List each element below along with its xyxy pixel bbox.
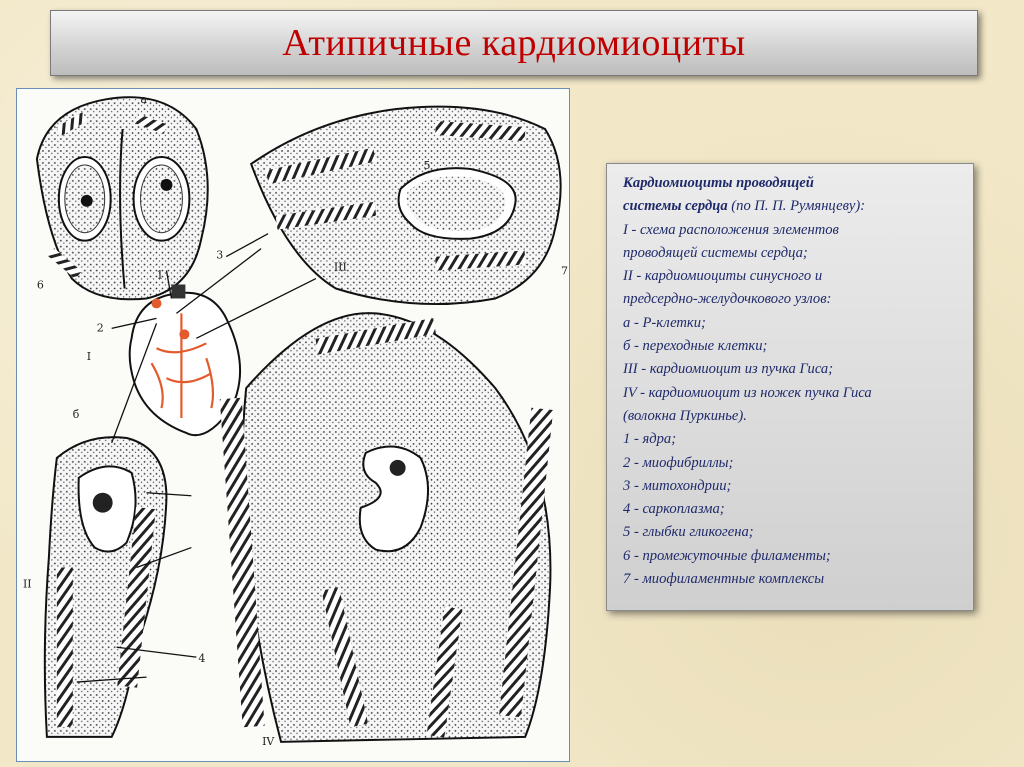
legend-panel: Кардиомиоциты проводящей системы сердца … bbox=[606, 163, 974, 611]
panel-label-II: II bbox=[23, 577, 32, 590]
legend-item: IV - кардиомиоцит из ножек пучка Гиса bbox=[623, 384, 872, 401]
legend-heading-line-1: Кардиомиоциты проводящей bbox=[623, 172, 959, 195]
callout-7: 7 bbox=[561, 265, 568, 278]
callout-4: 4 bbox=[198, 652, 205, 665]
legend-heading-rest: (по П. П. Румянцеву): bbox=[727, 198, 866, 215]
heart-schematic bbox=[128, 284, 241, 437]
legend-heading-line-2: системы сердца (по П. П. Румянцеву): bbox=[623, 195, 959, 218]
panel-label-III: III bbox=[334, 261, 347, 274]
histology-figure: а III I б II bbox=[16, 88, 570, 762]
legend-item: 2 - миофибриллы; bbox=[623, 454, 734, 471]
legend-item: 1 - ядра; bbox=[623, 431, 677, 448]
legend-item: I - схема расположения элементов bbox=[623, 221, 839, 238]
legend-item: (волокна Пуркинье). bbox=[623, 407, 747, 424]
panel-label-IV: IV bbox=[262, 735, 275, 748]
legend-heading-bold-2: системы сердца bbox=[623, 198, 728, 215]
callout-6: 6 bbox=[37, 278, 44, 291]
panel-label-I: I bbox=[87, 350, 91, 363]
legend-item: 6 - промежуточные филаменты; bbox=[623, 547, 831, 564]
p-cells-drawing bbox=[35, 96, 209, 301]
legend-item: 3 - митохондрии; bbox=[623, 477, 732, 494]
cardiomyocyte-illustration: а III I б II bbox=[23, 93, 568, 748]
his-bundle-cell-drawing bbox=[249, 105, 562, 306]
callout-5: 5 bbox=[424, 159, 431, 172]
leader-lines bbox=[76, 233, 317, 683]
page-title: Атипичные кардиомиоциты bbox=[282, 22, 746, 64]
callout-3: 3 bbox=[216, 249, 223, 262]
callout-1: 1 bbox=[156, 269, 163, 282]
purkinje-fiber-drawing bbox=[219, 312, 554, 743]
panel-label-a: а bbox=[141, 93, 148, 106]
legend-item: III - кардиомиоцит из пучка Гиса; bbox=[623, 361, 834, 378]
panel-label-b: б bbox=[73, 408, 80, 421]
legend-item: а - Р-клетки; bbox=[623, 314, 706, 331]
legend-item: б - переходные клетки; bbox=[623, 338, 768, 355]
legend-item: 7 - миофиламентные комплексы bbox=[623, 571, 825, 588]
callout-2: 2 bbox=[97, 321, 104, 334]
legend-heading-bold-1: Кардиомиоциты проводящей bbox=[623, 175, 814, 191]
legend-item: проводящей системы сердца; bbox=[623, 244, 808, 261]
legend-item: II - кардиомиоциты синусного и bbox=[623, 268, 823, 285]
legend-item: 4 - саркоплазма; bbox=[623, 501, 725, 518]
transitional-cell-drawing bbox=[43, 436, 168, 738]
title-bar: Атипичные кардиомиоциты bbox=[50, 10, 978, 76]
legend-item: предсердно-желудочкового узлов: bbox=[623, 291, 832, 308]
legend-item: 5 - глыбки гликогена; bbox=[623, 524, 754, 541]
